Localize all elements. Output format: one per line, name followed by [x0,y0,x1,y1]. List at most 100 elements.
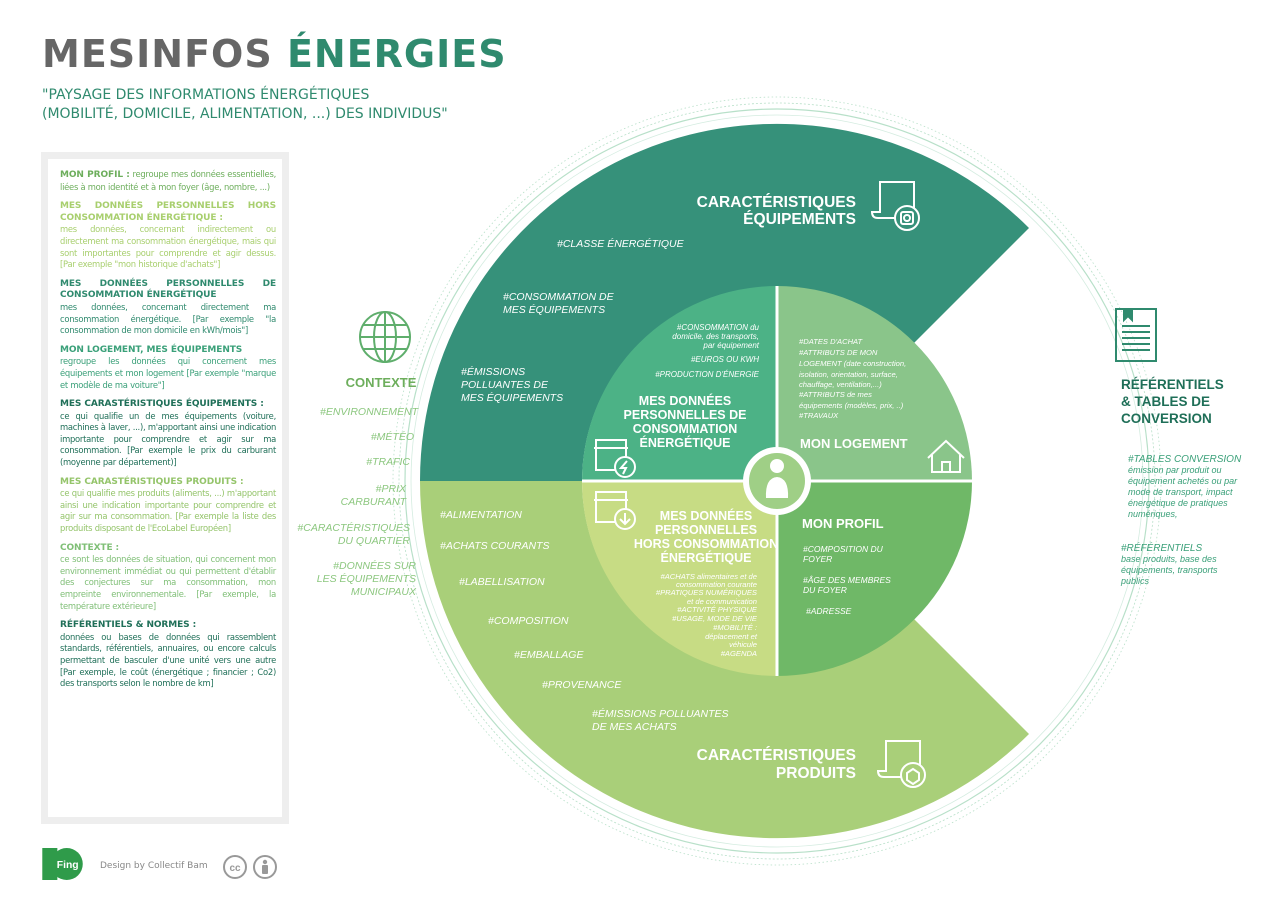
legend-entry-profil: MON PROFIL : regroupe mes données essent… [60,169,276,193]
prod-tag-line-6: #ÉMISSIONS POLLUANTES [592,707,729,720]
house-icon [927,439,965,473]
legend-body: mes données, concernant directement ma c… [60,301,276,336]
book-reference-icon [1115,308,1157,362]
legend-body: regroupe les données qui concernent mes … [60,356,276,390]
prod-tag-line-7: DE MES ACHATS [592,721,677,733]
equip-title-line-1: ÉQUIPEMENTS [743,211,856,228]
logement-title: MON LOGEMENT [800,436,908,451]
legend-head: MES DONNÉES PERSONNELLES DE CONSOMMATION… [60,278,276,301]
prod-tag-line-1: #ACHATS COURANTS [440,540,550,552]
energy-box-icon [594,439,636,478]
profil-tag-line-1: FOYER [803,554,832,564]
contexte-tag-line-9: MUNICIPAUX [351,586,417,598]
conso-tag-line-2: par équipement [702,341,759,350]
subtitle-line-2: (MOBILITÉ, DOMICILE, ALIMENTATION, ...) … [42,106,448,122]
legend-head: MES CARASTÉRISTIQUES PRODUITS : [60,476,244,487]
ref-title-line-1: & TABLES DE [1121,394,1210,409]
hors-title-line-1: PERSONNELLES [655,523,757,537]
prod-tag-line-0: #ALIMENTATION [440,509,522,521]
contexte-tag-line-2: #TRAFIC [366,456,410,468]
profil-tag-line-3: DU FOYER [803,585,847,595]
scroll-document-icon [870,181,920,231]
contexte-tag-line-4: CARBURANT [341,496,408,508]
hors-tag-line-6: #MOBILITÉ : [713,623,757,632]
equip-tag-line-0: #CLASSE ÉNERGÉTIQUE [557,237,685,250]
produits-tags: #ALIMENTATION #ACHATS COURANTS #LABELLISAT… [440,509,729,733]
logement-tag-line-4: chauffage, ventilation,...) [799,380,882,389]
prod-title-line-0: CARACTÉRISTIQUES [697,747,856,764]
legend-head: MES DONNÉES PERSONNELLES HORS CONSOMMATI… [60,201,276,223]
design-credit: Design by Collectif Bam [100,861,208,871]
legend-body: mes données, concernant indirectement ou… [60,224,276,270]
prod-tag-line-3: #COMPOSITION [488,615,569,627]
legend-entry-consommation: MES DONNÉES PERSONNELLES DE CONSOMMATION… [60,279,276,337]
attribution-icon [253,855,277,879]
outer-ring-line-4 [410,114,1144,848]
equip-tag-line-2: MES ÉQUIPEMENTS [503,303,605,316]
legend-body: ce qui qualifie mes produits (aliments, … [60,488,276,534]
profil-tag-line-4: #ADRESSE [806,606,852,616]
cc-icon [223,855,247,879]
equip-tag-line-1: #CONSOMMATION DE [503,291,615,303]
conso-tag-line-4: #PRODUCTION D'ÉNERGIE [655,370,759,379]
legend-entry-logement: MON LOGEMENT, MES ÉQUIPEMENTS regroupe l… [60,345,276,391]
page-title: MESINFOS ÉNERGIES [42,32,507,76]
equip-title-line-0: CARACTÉRISTIQUES [697,194,856,211]
legend-entry-equipements: MES CARASTÉRISTIQUES ÉQUIPEMENTS : ce qu… [60,399,276,469]
contexte-tag-line-7: #DONNÉES SUR [333,559,416,572]
legend-head: RÉFÉRENTIELS & NORMES : [60,620,197,631]
conso-tag-line-1: domicile, des transports, [672,332,759,341]
legend-entry-hors-consommation: MES DONNÉES PERSONNELLES HORS CONSOMMATI… [60,201,276,271]
profil-tag-line-0: #COMPOSITION DU [803,544,884,554]
prod-tag-line-2: #LABELLISATION [459,576,545,588]
conso-title-line-2: CONSOMMATION [633,422,738,436]
hors-tag-line-4: #ACTIVITÉ PHYSIQUE [677,605,758,614]
equip-tag-line-5: MES ÉQUIPEMENTS [461,391,563,404]
hors-title-line-0: MES DONNÉES [660,508,752,523]
outer-ring-line-3 [392,96,1162,866]
logement-tag-line-0: #DATES D'ACHAT [799,337,864,346]
segment-produits [419,481,1029,839]
creative-commons-icons: cc [223,855,277,879]
ref-tag-line-9: publics [1120,576,1150,586]
hors-tag-line-3: et de communication [687,597,757,606]
ref-title-line-0: RÉFÉRENTIELS [1121,377,1224,392]
contexte-title-line-0: CONTEXTE [346,375,417,390]
title-main: MESINFOS [42,32,273,76]
contexte-tag-line-5: #CARACTÉRISTIQUES [297,521,410,534]
ref-title-line-2: CONVERSION [1121,411,1212,426]
logement-tags: #DATES D'ACHAT#ATTRIBUTS DE MONLOGEMENT … [799,337,906,420]
logement-tag-line-7: #TRAVAUX [799,411,839,420]
legend-entry-referentiels: RÉFÉRENTIELS & NORMES : données ou bases… [60,620,276,690]
globe-icon [359,311,411,363]
contexte-tag-line-8: LES ÉQUIPEMENTS [317,572,416,585]
prod-tag-line-5: #PROVENANCE [542,679,622,691]
title-accent: ÉNERGIES [286,32,507,76]
conso-tag-line-0: #CONSOMMATION du [677,323,760,332]
ref-tag-line-1: émission par produit ou [1128,465,1222,475]
contexte-tag-line-0: #ENVIRONNEMENT [320,406,420,418]
hors-tag-line-1: consommation courante [676,580,757,589]
legend-body: données ou bases de données qui rassembl… [60,631,276,689]
conso-title-line-3: ÉNERGÉTIQUE [640,435,731,450]
contexte-tag-line-3: #PRIX [376,483,407,495]
legend-head: MES CARASTÉRISTIQUES ÉQUIPEMENTS : [60,399,264,410]
legend-body: regroupe mes données essentielles, liées… [60,169,276,192]
outer-ring-line-2 [398,102,1156,860]
legend-head: MON LOGEMENT, MES ÉQUIPEMENTS [60,344,243,355]
outer-ring [392,96,1162,866]
legend-head: CONTEXTE : [60,542,120,553]
hors-title-line-3: ÉNERGÉTIQUE [661,550,752,565]
page-subtitle: "PAYSAGE DES INFORMATIONS ÉNERGÉTIQUES (… [42,86,522,124]
hors-tag-line-8: véhicule [729,640,757,649]
equip-tag-line-4: POLLUANTES DE [461,379,549,391]
ref-tag-line-6: #RÉFÉRENTIELS [1121,541,1202,554]
